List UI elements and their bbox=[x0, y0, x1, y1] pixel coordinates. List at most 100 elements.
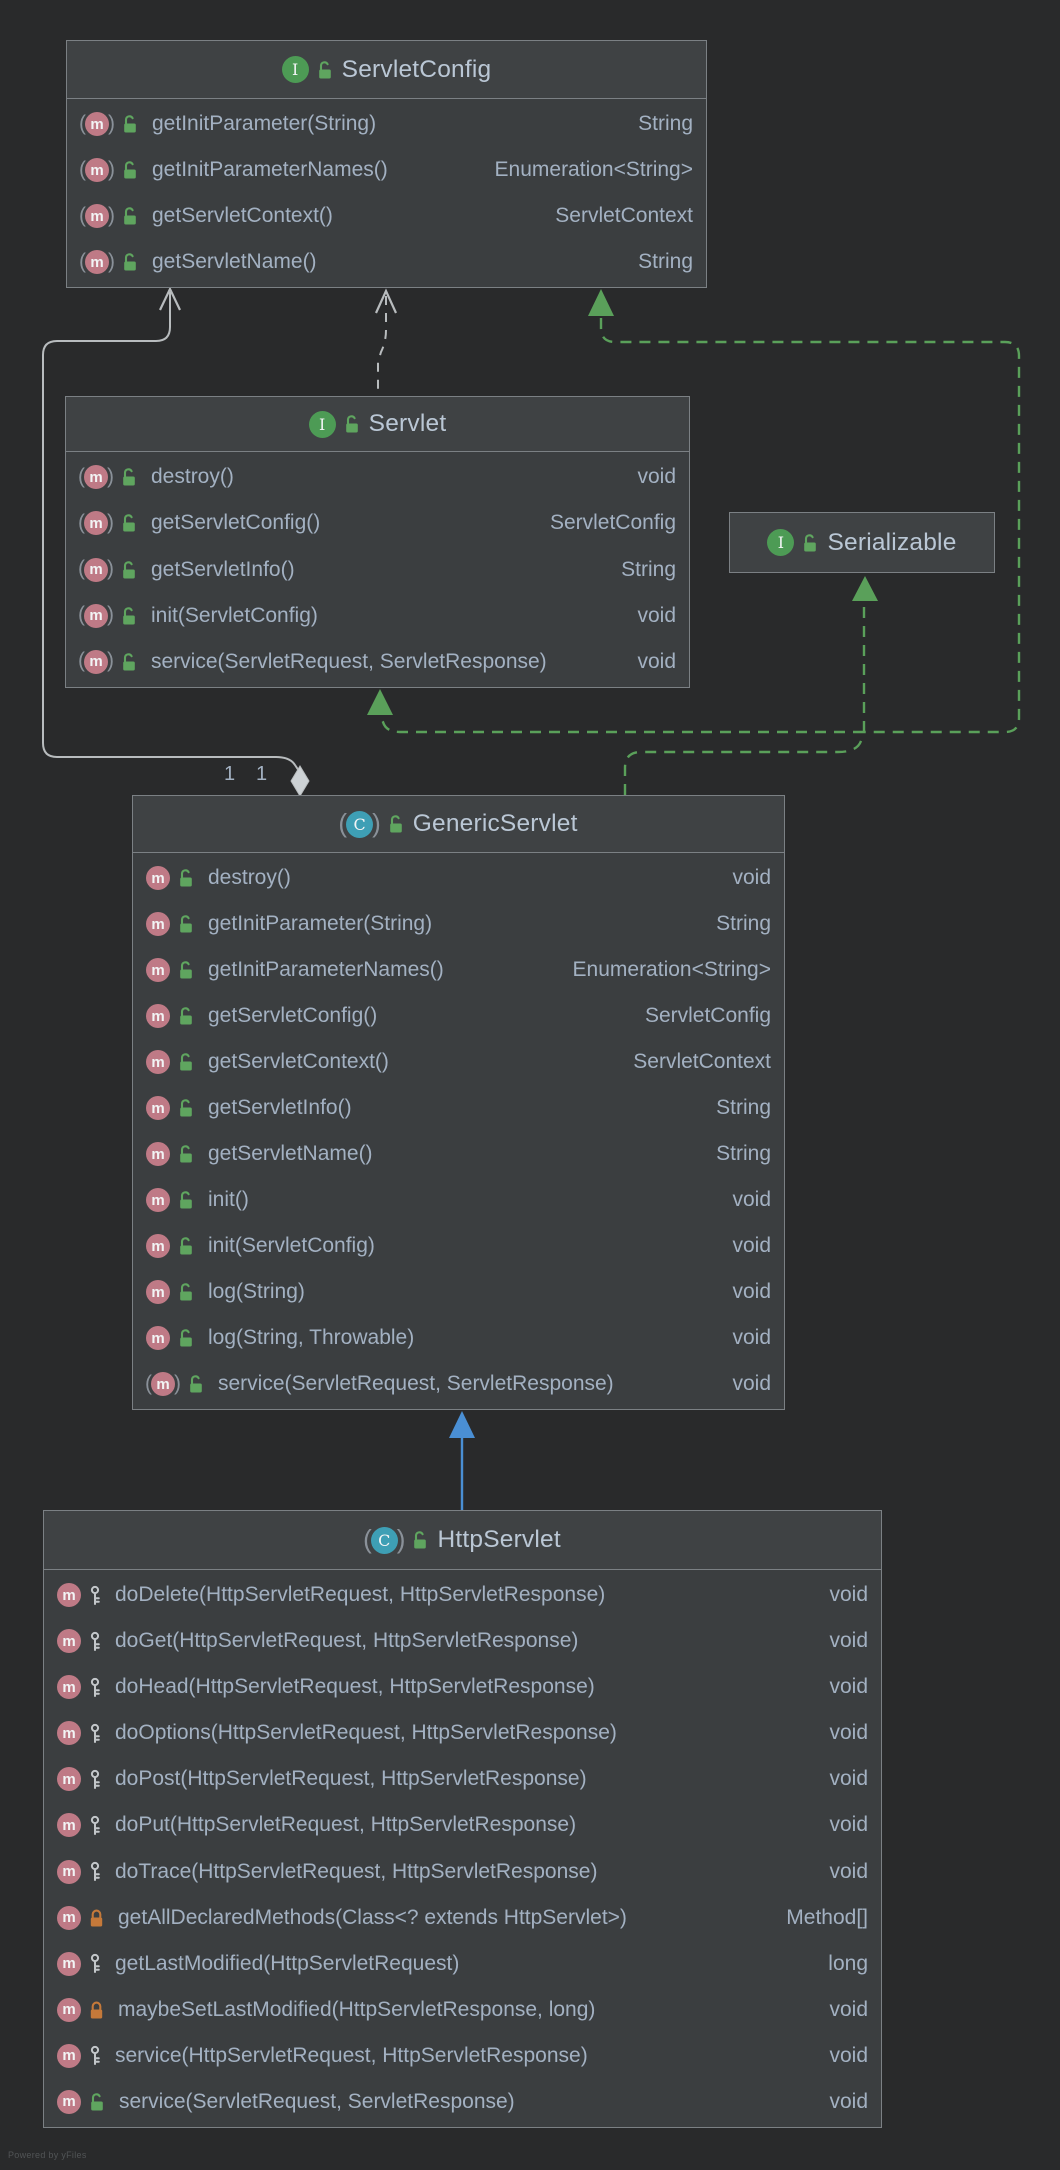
method-row[interactable]: (m)getInitParameterNames()Enumeration<St… bbox=[67, 147, 706, 193]
public-open-lock-icon bbox=[120, 652, 138, 672]
edge-extends-httpservlet-genericservlet[interactable] bbox=[449, 1411, 475, 1510]
method-kind-slot: (m) bbox=[78, 465, 114, 490]
method-kind-slot: m bbox=[146, 1096, 170, 1120]
class-header[interactable]: I ServletConfig bbox=[67, 41, 706, 99]
method-name: service(ServletRequest, ServletResponse) bbox=[218, 1372, 614, 1395]
method-row[interactable]: (m)init(ServletConfig)void bbox=[66, 593, 689, 639]
class-header[interactable]: I Servlet bbox=[66, 397, 689, 452]
method-row[interactable]: (m)service(ServletRequest, ServletRespon… bbox=[133, 1361, 784, 1407]
method-name: log(String) bbox=[208, 1280, 305, 1303]
method-row[interactable]: m maybeSetLastModified(HttpServletRespons… bbox=[44, 1987, 881, 2033]
edge-dependency-servlet-servletconfig[interactable] bbox=[374, 288, 398, 396]
method-row[interactable]: (m)getServletInfo()String bbox=[66, 546, 689, 592]
method-icon: m bbox=[85, 158, 109, 182]
class-header[interactable]: I Serializable bbox=[730, 513, 994, 572]
class-node-serializable[interactable]: I Serializable bbox=[729, 512, 995, 573]
protected-key-icon bbox=[88, 1769, 102, 1790]
public-open-lock-icon bbox=[177, 1006, 195, 1026]
method-row[interactable]: (m)destroy()void bbox=[66, 454, 689, 500]
interface-icon: I bbox=[767, 529, 795, 556]
method-row[interactable]: (m)service(ServletRequest, ServletRespon… bbox=[66, 639, 689, 685]
class-header[interactable]: (C) GenericServlet bbox=[133, 796, 784, 853]
class-node-servlet[interactable]: I Servlet (m)destroy()void(m)getServletC… bbox=[65, 396, 690, 688]
method-return-type: void bbox=[732, 1372, 771, 1395]
edge-aggregation-genericservlet-servletconfig[interactable] bbox=[42, 286, 310, 797]
method-name: service(HttpServletRequest, HttpServletR… bbox=[115, 2043, 588, 2067]
kind-icon-slot: I bbox=[281, 56, 334, 83]
method-row[interactable]: (m)getInitParameter(String)String bbox=[67, 101, 706, 147]
method-kind-slot: m bbox=[57, 1997, 81, 2022]
protected-key-icon bbox=[88, 1815, 102, 1836]
method-kind-slot: m bbox=[146, 1280, 170, 1304]
multiplicity-label: 1 bbox=[224, 763, 236, 785]
method-kind-slot: m bbox=[57, 1905, 81, 1930]
kind-icon-slot: (C) bbox=[338, 810, 404, 838]
public-open-lock-icon bbox=[411, 1530, 429, 1550]
method-row[interactable]: (m)getServletName()String bbox=[67, 239, 706, 285]
method-name: doDelete(HttpServletRequest, HttpServlet… bbox=[115, 1583, 606, 1607]
edge-realization-genericservlet-serializable[interactable] bbox=[852, 576, 878, 732]
public-open-lock-icon bbox=[316, 60, 334, 80]
edge-realization-genericservlet-servlet[interactable] bbox=[367, 689, 864, 734]
method-row[interactable]: (m)getServletContext()ServletContext bbox=[67, 193, 706, 239]
method-return-type: void bbox=[732, 866, 771, 889]
open-arrowhead-icon bbox=[159, 286, 181, 311]
abstract-paren: ( bbox=[145, 1371, 152, 1395]
abstract-paren: ( bbox=[79, 249, 86, 273]
method-return-type: void bbox=[637, 465, 676, 489]
method-return-type: ServletContext bbox=[633, 1050, 771, 1073]
private-closed-lock-icon bbox=[88, 1908, 105, 1928]
method-name: getServletConfig() bbox=[208, 1004, 378, 1027]
triangle-arrowhead-icon bbox=[588, 289, 614, 316]
method-kind-slot: m bbox=[146, 958, 170, 982]
edge-realization-genericservlet-servletconfig[interactable] bbox=[588, 289, 1021, 734]
protected-key-icon bbox=[88, 2045, 102, 2066]
method-kind-slot: m bbox=[57, 1721, 81, 1746]
public-open-lock-icon bbox=[120, 467, 138, 487]
method-name: getInitParameter(String) bbox=[152, 112, 377, 135]
method-name: doPost(HttpServletRequest, HttpServletRe… bbox=[115, 1767, 587, 1791]
method-icon: m bbox=[146, 1234, 170, 1258]
method-kind-slot: m bbox=[57, 1629, 81, 1654]
abstract-paren: ) bbox=[108, 203, 115, 227]
method-return-type: Method[] bbox=[786, 1905, 868, 1929]
method-return-type: Enumeration<String> bbox=[494, 158, 693, 181]
method-row[interactable]: (m)getServletConfig()ServletConfig bbox=[66, 500, 689, 546]
edge-realization-stem-genericservlet[interactable] bbox=[623, 733, 866, 795]
method-icon: m bbox=[146, 1188, 170, 1212]
public-open-lock-icon bbox=[88, 2092, 106, 2112]
class-node-servletconfig[interactable]: I ServletConfig (m)getInitParameter(Stri… bbox=[66, 40, 707, 288]
method-icon: m bbox=[85, 250, 109, 274]
method-icon: m bbox=[57, 1905, 81, 1930]
method-name: maybeSetLastModified(HttpServletResponse… bbox=[118, 1997, 596, 2021]
method-icon: m bbox=[57, 1859, 81, 1884]
class-header[interactable]: (C) HttpServlet bbox=[44, 1511, 881, 1570]
triangle-arrowhead-icon bbox=[449, 1411, 475, 1438]
